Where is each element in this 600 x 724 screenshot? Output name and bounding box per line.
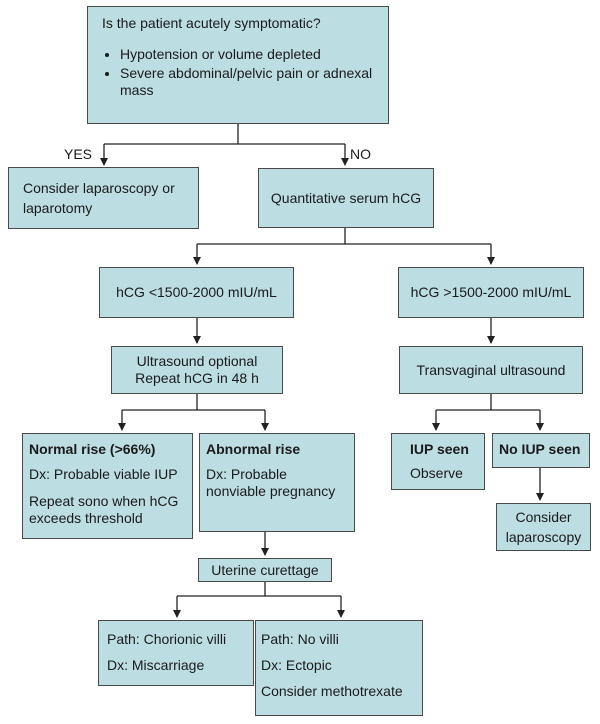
- iup-seen-title: IUP seen: [410, 441, 469, 457]
- connector-rise-split: [122, 394, 265, 411]
- consider-lap-text: Consider laparoscopy: [505, 509, 582, 545]
- ultrasound-optional-box: Ultrasound optional Repeat hCG in 48 h: [111, 346, 283, 394]
- normal-rise-title: Normal rise (>66%): [29, 441, 156, 457]
- abnormal-rise-box: Abnormal rise Dx: Probable nonviable pre…: [199, 433, 355, 532]
- root-question: Is the patient acutely symptomatic?: [102, 15, 321, 31]
- normal-rise-note: Repeat sono when hCG exceeds threshold: [29, 493, 179, 526]
- consider-lap-box: Consider laparoscopy: [496, 503, 591, 551]
- consider-surgery-text: Consider laparoscopy or laparotomy: [23, 180, 175, 216]
- no-villi-box: Path: No villi Dx: Ectopic Consider meth…: [255, 620, 423, 716]
- root-question-box: Is the patient acutely symptomatic? Hypo…: [87, 6, 389, 124]
- no-iup-box: No IUP seen: [492, 433, 590, 468]
- hcg-high-text: hCG >1500-2000 mIU/mL: [410, 284, 572, 300]
- iup-seen-action: Observe: [410, 465, 463, 481]
- transvaginal-text: Transvaginal ultrasound: [416, 361, 566, 378]
- connector-iup-split: [436, 394, 540, 411]
- no-iup-title: No IUP seen: [499, 441, 581, 457]
- connector-root-split: [104, 124, 345, 145]
- no-label: NO: [350, 146, 371, 162]
- ultrasound-optional-line1: Ultrasound optional: [136, 353, 258, 369]
- ultrasound-optional-line2: Repeat hCG in 48 h: [135, 370, 259, 386]
- consider-surgery-box: Consider laparoscopy or laparotomy: [8, 167, 199, 229]
- villi-dx: Dx: Miscarriage: [107, 657, 205, 673]
- abnormal-rise-dx: Dx: Probable nonviable pregnancy: [206, 466, 336, 499]
- connector-hcg-split: [197, 228, 491, 245]
- transvaginal-box: Transvaginal ultrasound: [399, 346, 583, 394]
- abnormal-rise-title: Abnormal rise: [206, 441, 301, 457]
- iup-seen-box: IUP seen Observe: [391, 433, 485, 490]
- hcg-low-box: hCG <1500-2000 mIU/mL: [99, 267, 294, 318]
- no-villi-dx: Dx: Ectopic: [261, 657, 332, 673]
- normal-rise-dx: Dx: Probable viable IUP: [29, 466, 178, 482]
- yes-label: YES: [64, 146, 93, 162]
- connector-path-split: [177, 582, 341, 597]
- quant-hcg-text: Quantitative serum hCG: [270, 189, 422, 206]
- curettage-box: Uterine curettage: [198, 558, 332, 582]
- curettage-text: Uterine curettage: [211, 561, 319, 578]
- root-bullet-list: Hypotension or volume depleted Severe ab…: [102, 46, 376, 99]
- normal-rise-box: Normal rise (>66%) Dx: Probable viable I…: [22, 433, 193, 539]
- no-villi-path: Path: No villi: [261, 631, 339, 647]
- root-bullet: Severe abdominal/pelvic pain or adnexal …: [120, 65, 376, 99]
- root-bullet: Hypotension or volume depleted: [120, 46, 376, 63]
- hcg-low-text: hCG <1500-2000 mIU/mL: [116, 284, 277, 300]
- villi-box: Path: Chorionic villi Dx: Miscarriage: [98, 620, 254, 686]
- hcg-high-box: hCG >1500-2000 mIU/mL: [398, 267, 584, 318]
- villi-path: Path: Chorionic villi: [107, 631, 227, 647]
- no-villi-plan: Consider methotrexate: [261, 683, 403, 699]
- quant-hcg-box: Quantitative serum hCG: [258, 168, 434, 228]
